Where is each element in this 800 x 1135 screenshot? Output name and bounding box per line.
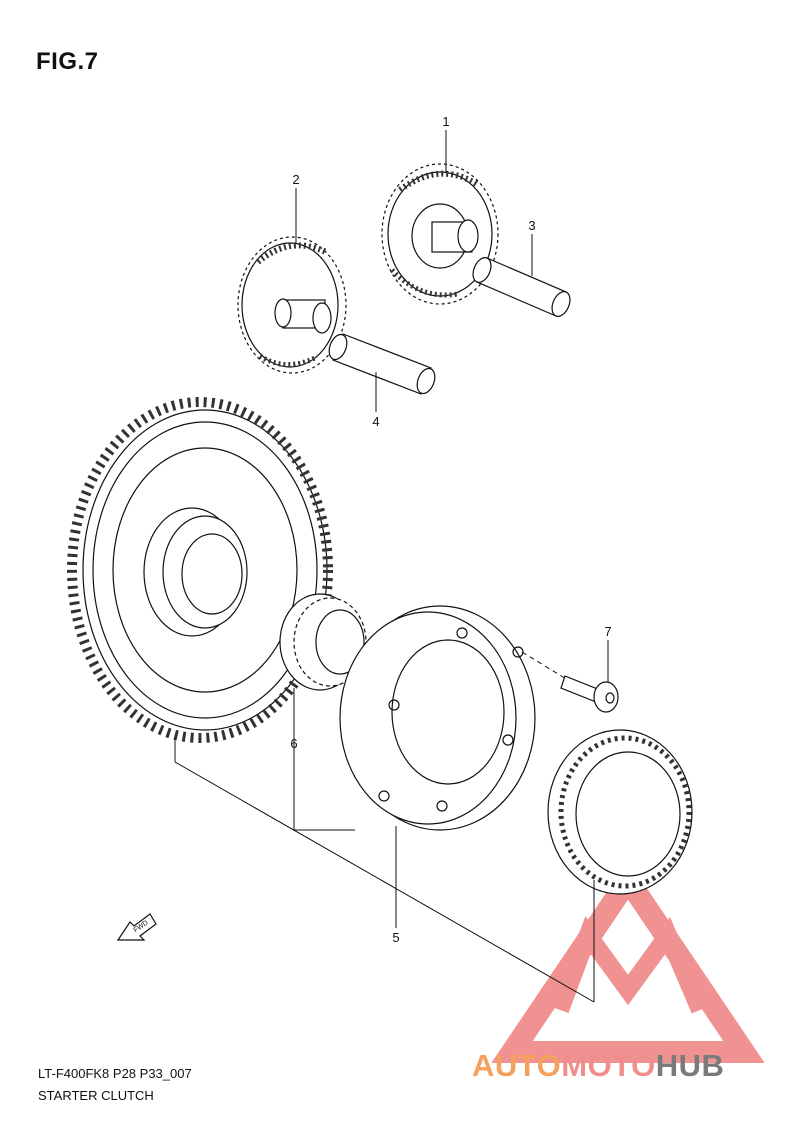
callout-6: 6 bbox=[290, 736, 298, 751]
part-7-bolt bbox=[560, 675, 619, 713]
part-2-gear bbox=[237, 236, 347, 374]
part-4-shaft bbox=[328, 333, 436, 395]
part-3-shaft bbox=[472, 257, 571, 317]
watermark-moto: MOTO bbox=[561, 1048, 656, 1083]
part-5-clutch-housing bbox=[339, 605, 536, 831]
figure-code: LT-F400FK8 P28 P33_007 bbox=[38, 1066, 192, 1081]
watermark-hub: HUB bbox=[655, 1048, 725, 1083]
watermark-brand: AUTOMOTOHUB bbox=[472, 1048, 724, 1084]
callout-2: 2 bbox=[292, 172, 300, 187]
watermark-logo-icon bbox=[491, 860, 765, 1063]
watermark-auto: AUTO bbox=[472, 1048, 562, 1083]
figure-name: STARTER CLUTCH bbox=[38, 1088, 154, 1103]
leader-lines bbox=[174, 130, 609, 1003]
starter-driven-gear bbox=[67, 397, 333, 743]
one-way-clutch bbox=[547, 729, 693, 895]
fwd-arrow-icon: FWD bbox=[116, 913, 157, 941]
callout-4: 4 bbox=[372, 414, 380, 429]
callout-7: 7 bbox=[604, 624, 612, 639]
callout-1: 1 bbox=[442, 114, 450, 129]
callout-3: 3 bbox=[528, 218, 536, 233]
callout-5: 5 bbox=[392, 930, 400, 945]
figure-title: FIG.7 bbox=[36, 48, 99, 75]
part-1-gear bbox=[381, 163, 499, 305]
